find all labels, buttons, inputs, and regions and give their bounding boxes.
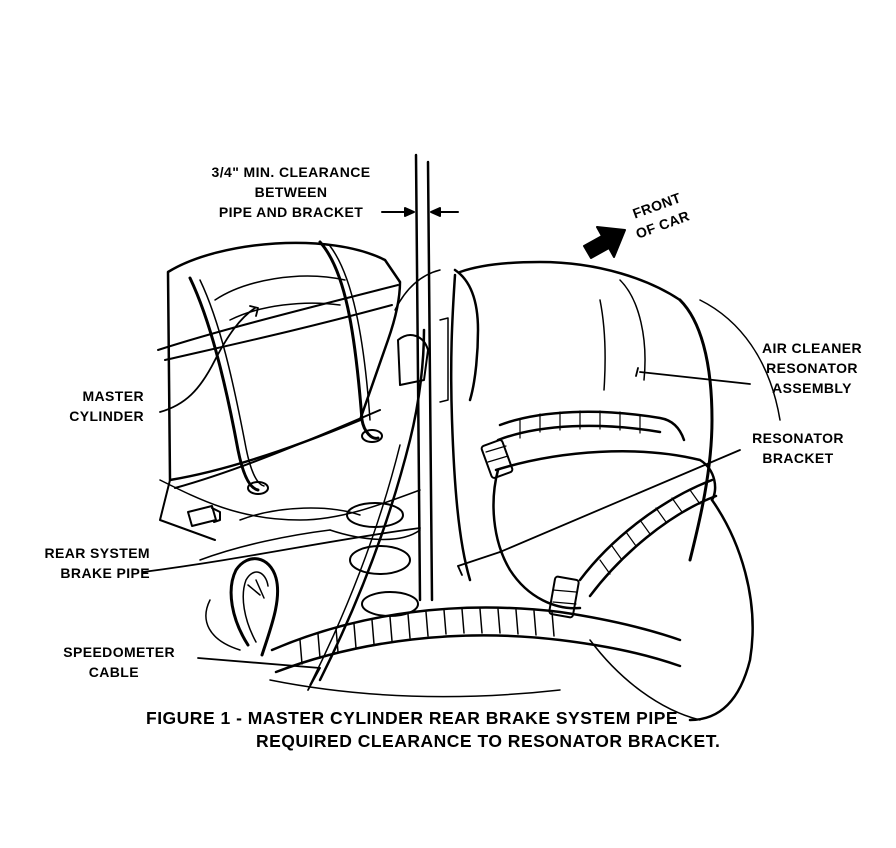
master-cylinder-line-2: CYLINDER: [69, 408, 144, 424]
resonator-bracket-line-1: RESONATOR: [752, 430, 844, 446]
rear-system-pipe-line-1: REAR SYSTEM: [44, 545, 150, 561]
figure-caption-line-2: REQUIRED CLEARANCE TO RESONATOR BRACKET.: [256, 731, 721, 751]
air-cleaner-line-1: AIR CLEANER: [761, 340, 863, 356]
air-cleaner-label: AIR CLEANER RESONATOR ASSEMBLY: [748, 338, 876, 398]
front-of-car-arrow: [583, 226, 626, 259]
clearance-dimension: [381, 153, 459, 602]
corrugated-hose-drawing: [269, 606, 682, 698]
clearance-label-line-3: PIPE AND BRACKET: [218, 204, 364, 220]
clearance-label: 3/4" MIN. CLEARANCE BETWEEN PIPE AND BRA…: [186, 162, 396, 222]
air-cleaner-line-2: RESONATOR: [766, 360, 858, 376]
resonator-bracket-line-2: BRACKET: [762, 450, 834, 466]
speedometer-cable-label: SPEEDOMETER CABLE: [30, 642, 175, 682]
speedometer-cable-line-2: CABLE: [88, 664, 139, 680]
clearance-label-line-1: 3/4" MIN. CLEARANCE: [211, 164, 371, 180]
air-cleaner-line-3: ASSEMBLY: [772, 380, 852, 396]
figure-caption-line-1: FIGURE 1 - MASTER CYLINDER REAR BRAKE SY…: [146, 708, 679, 728]
resonator-assembly-drawing: [449, 260, 781, 722]
clearance-label-line-2: BETWEEN: [254, 184, 328, 200]
speedometer-cable-line-1: SPEEDOMETER: [63, 644, 175, 660]
rear-system-pipe-line-2: BRAKE PIPE: [60, 565, 150, 581]
master-cylinder-line-1: MASTER: [82, 388, 144, 404]
brake-pipe-and-cable-drawing: [205, 328, 426, 686]
leader-lines: [142, 305, 751, 691]
resonator-bracket-label: RESONATOR BRACKET: [738, 428, 858, 468]
rear-system-pipe-label: REAR SYSTEM BRAKE PIPE: [10, 543, 150, 583]
master-cylinder-label: MASTER CYLINDER: [40, 386, 144, 426]
